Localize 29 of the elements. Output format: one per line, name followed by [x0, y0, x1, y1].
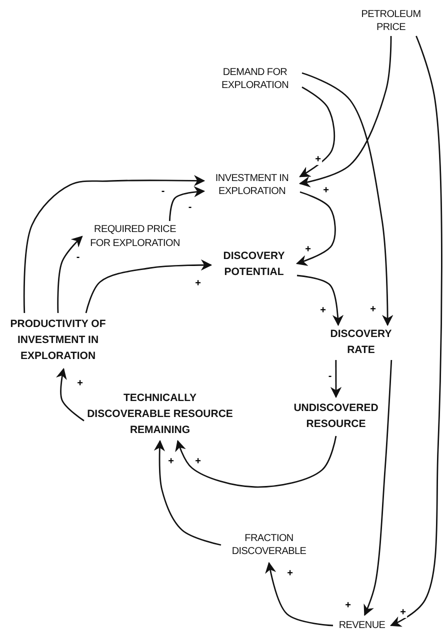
node-label: PETROLEUM PRICE — [360, 8, 422, 34]
arrow — [296, 274, 344, 326]
arrow — [168, 186, 206, 222]
arrow — [302, 72, 394, 326]
node-label: DISCOVERY POTENTIAL — [222, 249, 286, 280]
node-label: REQUIRED PRICE FOR EXPLORATION — [89, 223, 181, 250]
arrow — [390, 36, 442, 627]
polarity-sign: + — [314, 155, 322, 165]
arrow — [23, 175, 206, 314]
arrow — [299, 86, 336, 178]
node-label: TECHNICALLY DISCOVERABLE RESOURCE REMAINING — [86, 391, 234, 438]
arrow — [175, 436, 337, 488]
arrow — [85, 259, 212, 314]
node-label: UNDISCOVERED RESOURCE — [292, 400, 380, 432]
arrow — [330, 360, 342, 398]
arrow — [296, 191, 336, 266]
arrow — [154, 440, 222, 546]
node-label: DISCOVERY RATE — [329, 326, 393, 358]
arrow — [57, 236, 83, 314]
node-label: FRACTION DISCOVERABLE — [230, 532, 308, 558]
node-label: REVENUE — [338, 618, 386, 632]
node-label: INVESTMENT IN EXPLORATION — [214, 172, 290, 198]
arrow — [364, 360, 392, 616]
node-label: PRODUCTIVITY OF INVESTMENT IN EXPLORATION — [9, 317, 107, 364]
polarity-sign: + — [399, 608, 407, 618]
arrow — [298, 36, 392, 188]
node-label: DEMAND FOR EXPLORATION — [220, 66, 290, 92]
arrow — [265, 562, 334, 626]
arrow — [56, 368, 84, 422]
